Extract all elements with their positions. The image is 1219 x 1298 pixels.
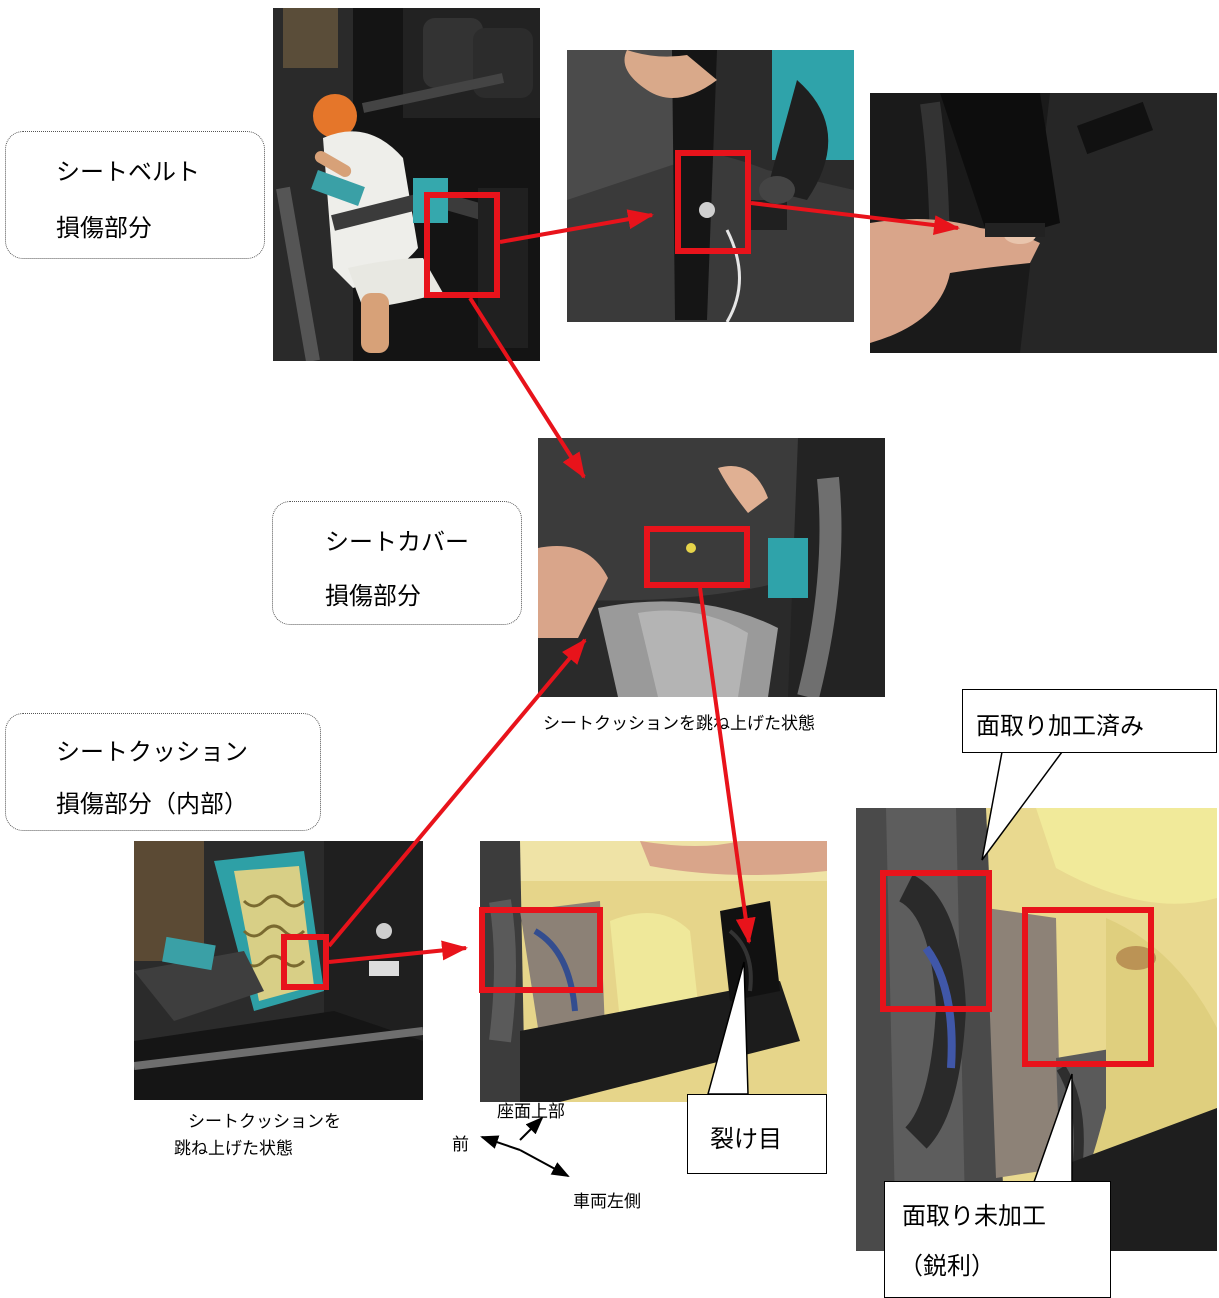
photo-dummy-overview xyxy=(273,8,540,361)
highlight-unchamfered-edge xyxy=(1022,907,1154,1067)
arrow-cushion-to-frame xyxy=(328,940,468,964)
photo-torn-belt xyxy=(870,93,1217,353)
red-arrows xyxy=(327,201,960,964)
arrow-belt-to-closeup xyxy=(499,209,654,244)
arrow-belt-to-cover xyxy=(468,296,586,479)
pointer-unchamfered xyxy=(1032,1073,1073,1183)
callout-seatbelt: シートベルト 損傷部分 xyxy=(5,131,265,259)
label-unchamfered-text1: 面取り未加工 xyxy=(902,1202,1046,1230)
direction-left-label: 車両左側 xyxy=(573,1192,641,1212)
photo-inner-frame xyxy=(480,841,827,1102)
compass-left-arrow xyxy=(519,1149,570,1177)
caption-cushion-line2: 跳ね上げた状態 xyxy=(174,1139,293,1159)
compass-front-arrow xyxy=(480,1135,521,1151)
callout-seatcover: シートカバー 損傷部分 xyxy=(272,501,522,625)
label-tear: 裂け目 xyxy=(687,1094,827,1174)
highlight-chamfered-edge xyxy=(880,870,992,1012)
direction-up-label: 座面上部 xyxy=(497,1102,565,1122)
photo-seatbelt-closeup xyxy=(567,50,854,322)
direction-front-label: 前 xyxy=(452,1135,469,1155)
callout-seatcover-subtitle: 損傷部分 xyxy=(325,582,421,610)
callout-cushion-subtitle: 損傷部分（内部） xyxy=(56,790,248,818)
label-pointers xyxy=(707,751,1073,1183)
label-tear-text: 裂け目 xyxy=(710,1125,782,1153)
direction-compass xyxy=(480,1116,570,1177)
callout-seatbelt-subtitle: 損傷部分 xyxy=(56,214,152,242)
arrow-cushion-to-cover xyxy=(327,638,587,948)
arrow-cover-to-tear xyxy=(698,587,756,944)
caption-cover-photo: シートクッションを跳ね上げた状態 xyxy=(543,714,815,734)
label-unchamfered: 面取り未加工 （鋭利） xyxy=(884,1181,1111,1298)
photo-cushion-flipped xyxy=(134,841,423,1100)
label-chamfered-text: 面取り加工済み xyxy=(976,712,1144,740)
arrow-closeup-to-torn xyxy=(750,201,960,236)
compass-up-arrow xyxy=(519,1116,544,1141)
pointer-chamfered xyxy=(981,751,1064,861)
highlight-belt-overview xyxy=(424,192,500,298)
highlight-cushion-overview xyxy=(281,934,329,990)
highlight-belt-closeup xyxy=(675,150,751,254)
label-chamfered: 面取り加工済み xyxy=(962,689,1217,753)
caption-cushion-line1: シートクッションを xyxy=(188,1112,341,1132)
pointer-tear xyxy=(707,961,749,1095)
photo-seat-cover xyxy=(538,438,885,697)
callout-cushion-title: シートクッション xyxy=(56,738,248,766)
highlight-frame-closeup xyxy=(479,907,603,993)
callout-cushion: シートクッション 損傷部分（内部） xyxy=(5,713,321,831)
callout-seatbelt-title: シートベルト xyxy=(56,158,200,186)
highlight-cover-tear xyxy=(644,526,750,588)
label-unchamfered-text2: （鋭利） xyxy=(899,1252,995,1280)
callout-seatcover-title: シートカバー xyxy=(325,528,469,556)
